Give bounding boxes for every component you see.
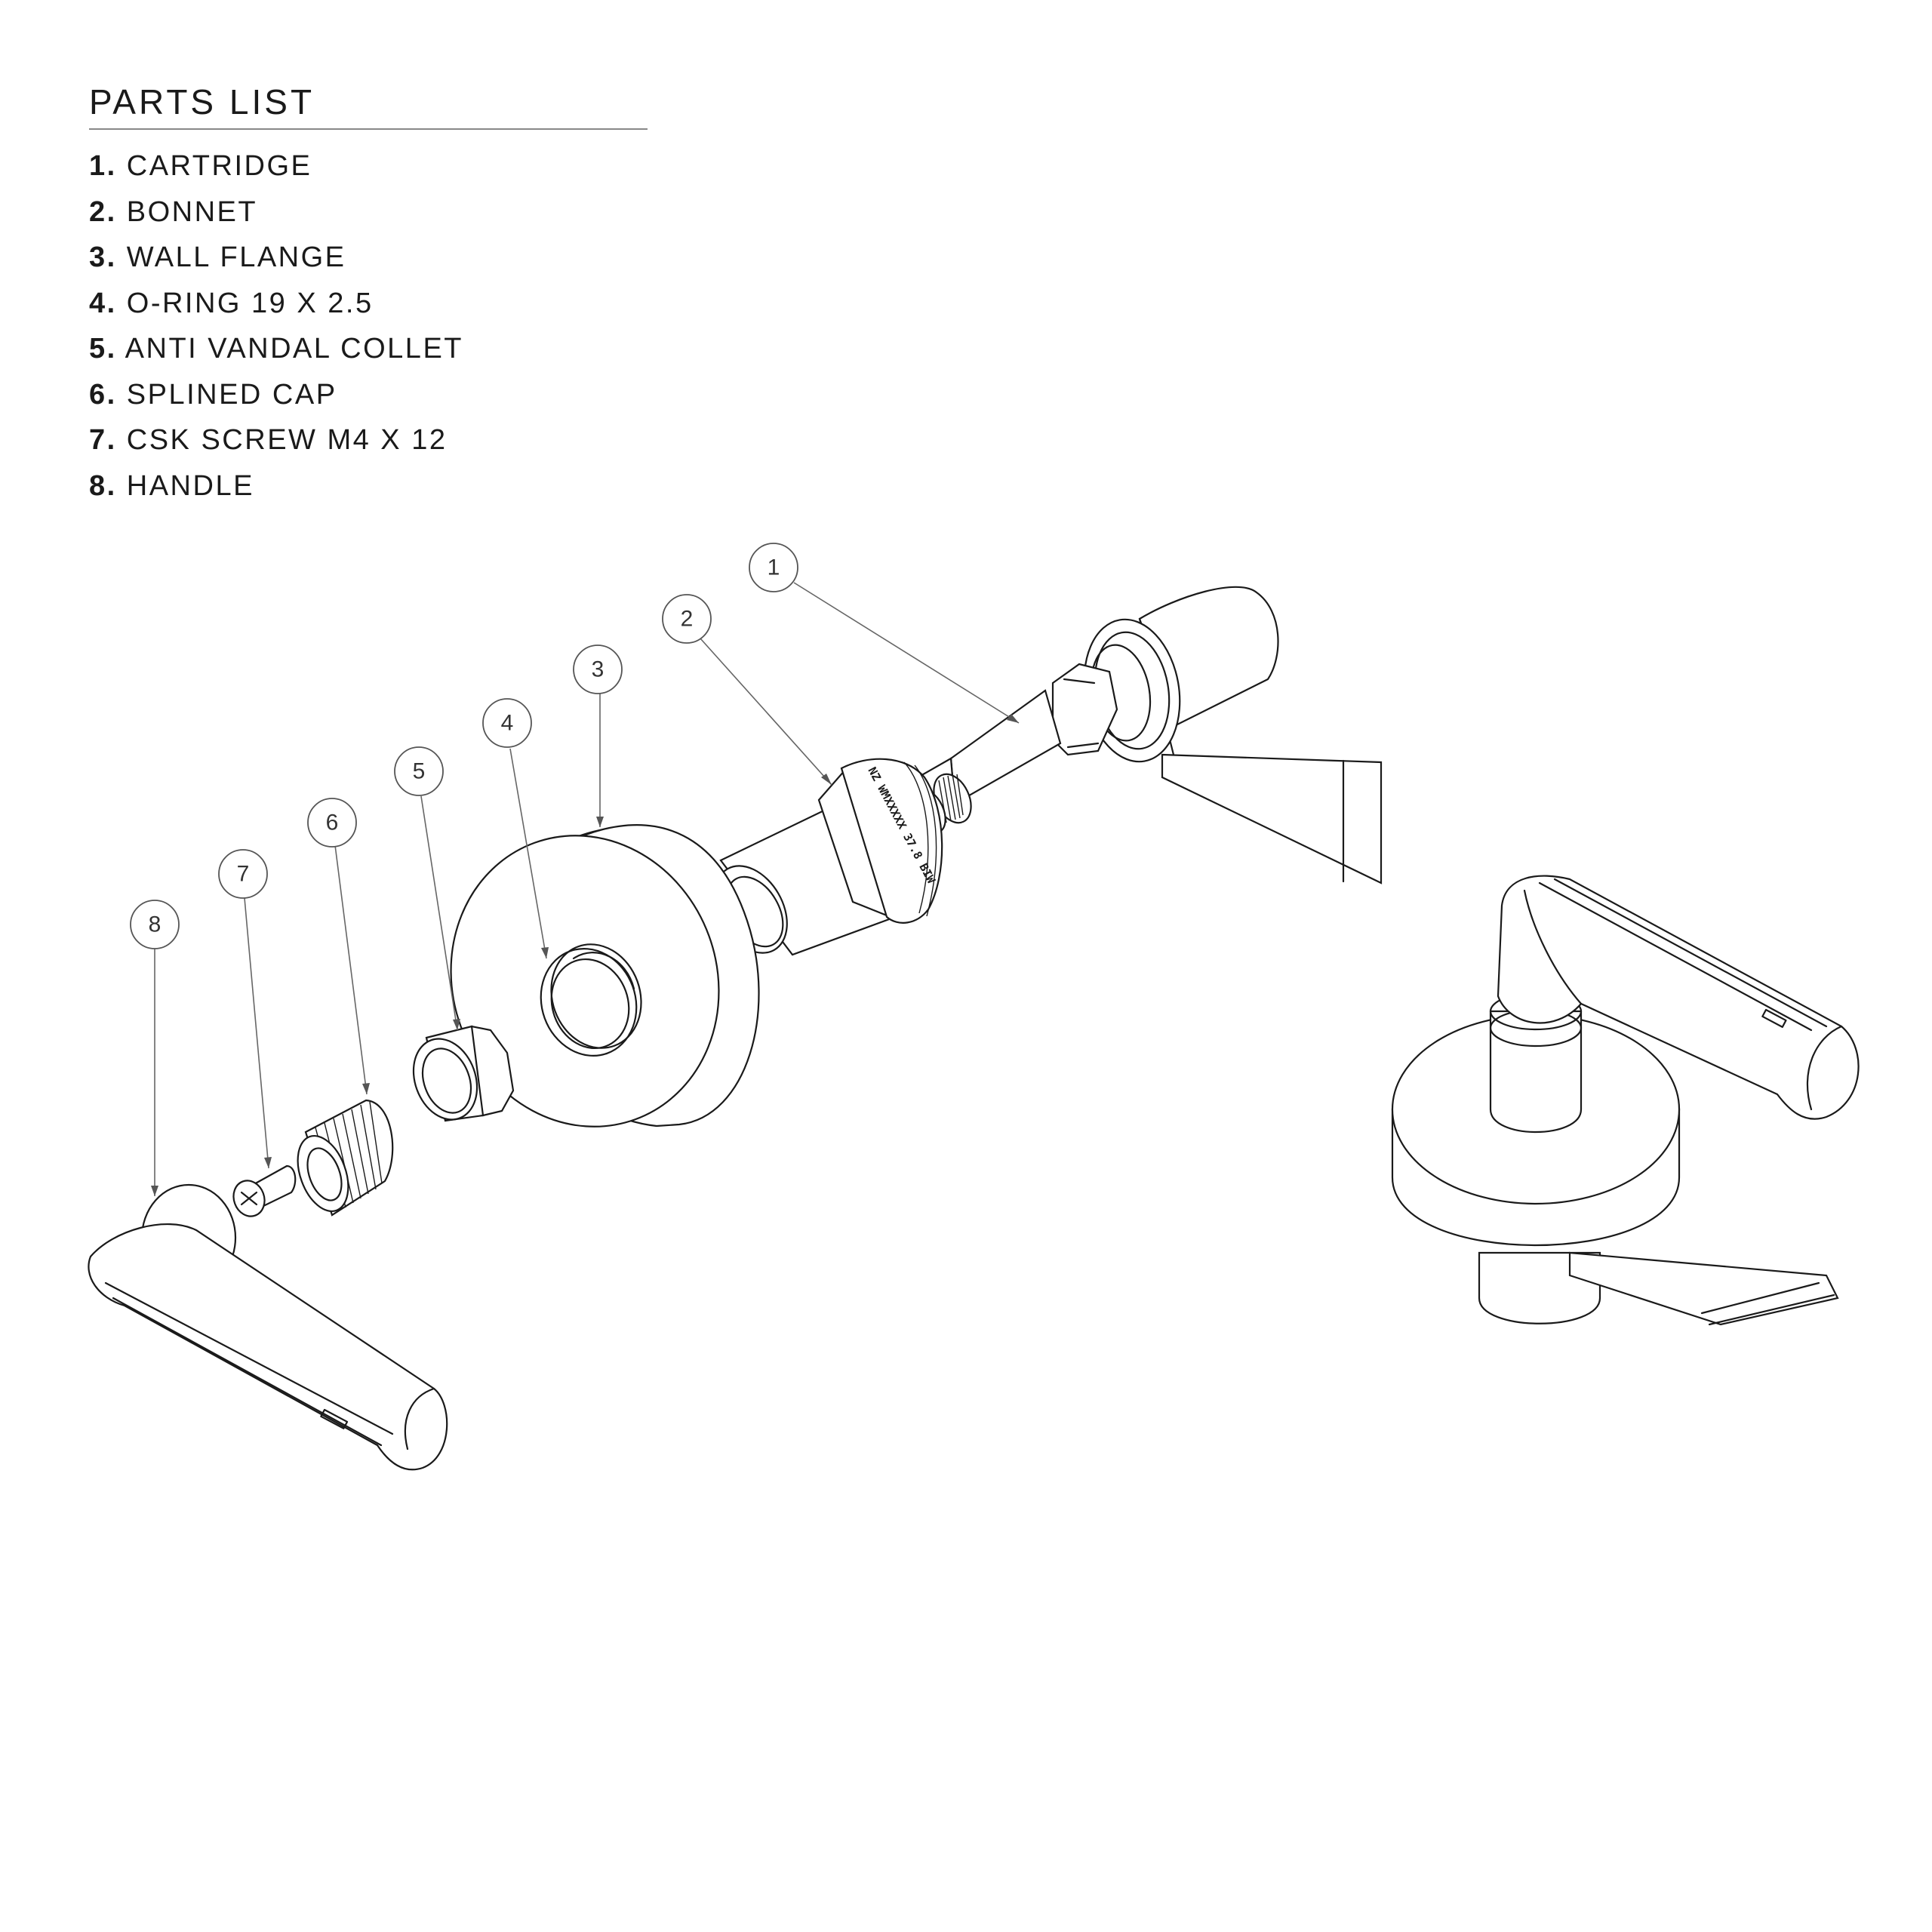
leader-5 [420,795,458,1031]
callout-2-label: 2 [681,607,694,632]
callout-5-label: 5 [413,759,426,784]
cartridge-part [897,586,1383,884]
leader-4 [509,748,547,959]
parts-list-item: 2. BONNET [89,195,258,228]
parts-list: PARTS LIST 1. CARTRIDGE 2. BONNET 3. WAL… [89,82,648,509]
leader-6 [334,844,368,1095]
parts-list-items: 1. CARTRIDGE 2. BONNET 3. WALL FLANGE 4.… [89,143,648,509]
parts-list-item: 5. ANTI VANDAL COLLET [89,333,463,365]
parts-list-item: 6. SPLINED CAP [89,378,337,411]
callout-8-label: 8 [149,912,162,937]
parts-list-item: 3. WALL FLANGE [89,242,346,273]
callout-4-label: 4 [501,711,514,736]
callout-7-label: 7 [237,862,250,887]
anti-vandal-collet-part [412,1025,515,1122]
callout-1-label: 1 [768,555,780,580]
splined-cap-part [297,1099,394,1217]
callout-3-label: 3 [592,657,605,682]
parts-list-item: 7. CSK SCREW M4 X 12 [89,424,448,456]
callout-6-label: 6 [326,811,339,835]
callout-4: 4 [482,698,532,748]
callout-8: 8 [130,900,180,949]
parts-list-item: 4. O-RING 19 X 2.5 [89,287,374,319]
leader-2 [700,638,832,786]
assembled-view [1391,875,1860,1326]
callout-2: 2 [662,594,712,644]
callout-5: 5 [394,746,444,796]
parts-list-title: PARTS LIST [89,82,648,130]
parts-list-item: 8. HANDLE [89,469,254,502]
leader-1 [793,582,1020,724]
parts-list-item: 1. CARTRIDGE [89,150,312,182]
handle-part [88,1183,448,1471]
callout-1: 1 [749,543,798,592]
leader-lines [151,582,1020,1196]
callout-7: 7 [218,849,268,899]
leader-7 [244,897,269,1169]
callout-6: 6 [307,798,357,848]
csk-screw-part [232,1164,297,1217]
callout-3: 3 [573,645,623,694]
o-ring-part [540,947,638,1057]
